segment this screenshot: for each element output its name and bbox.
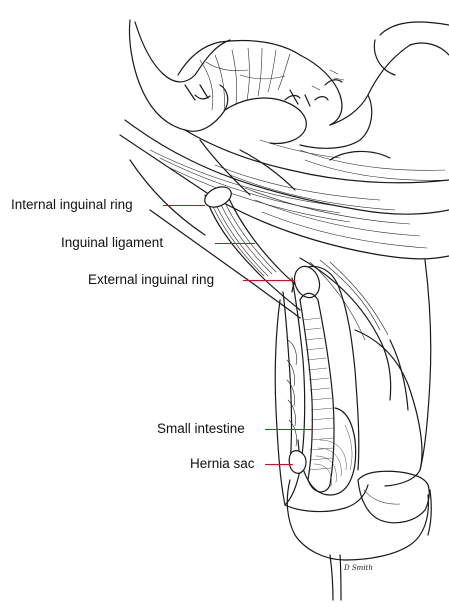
signature: D Smith — [343, 564, 373, 572]
small-intestine — [286, 292, 357, 496]
label-inguinal-ligament: Inguinal ligament — [61, 235, 164, 250]
label-small-intestine: Small intestine — [157, 421, 245, 436]
testis — [357, 470, 430, 524]
abdominal-wall — [119, 119, 449, 471]
leader-inguinal-ligament — [215, 243, 255, 244]
label-internal-inguinal-ring: Internal inguinal ring — [11, 197, 133, 212]
internal-ring — [204, 186, 232, 208]
leader-small-intestine — [265, 429, 313, 430]
hernia-sac — [288, 450, 307, 474]
leader-external-ring — [243, 280, 295, 281]
upper-viscera — [128, 19, 449, 149]
leader-hernia-sac — [265, 464, 293, 465]
label-external-inguinal-ring: External inguinal ring — [88, 272, 215, 287]
label-hernia-sac: Hernia sac — [190, 456, 255, 471]
external-ring — [293, 265, 321, 299]
leader-internal-ring — [163, 205, 205, 206]
hernia-sac-outline — [274, 265, 432, 601]
inguinal-ligament-band — [129, 159, 306, 319]
